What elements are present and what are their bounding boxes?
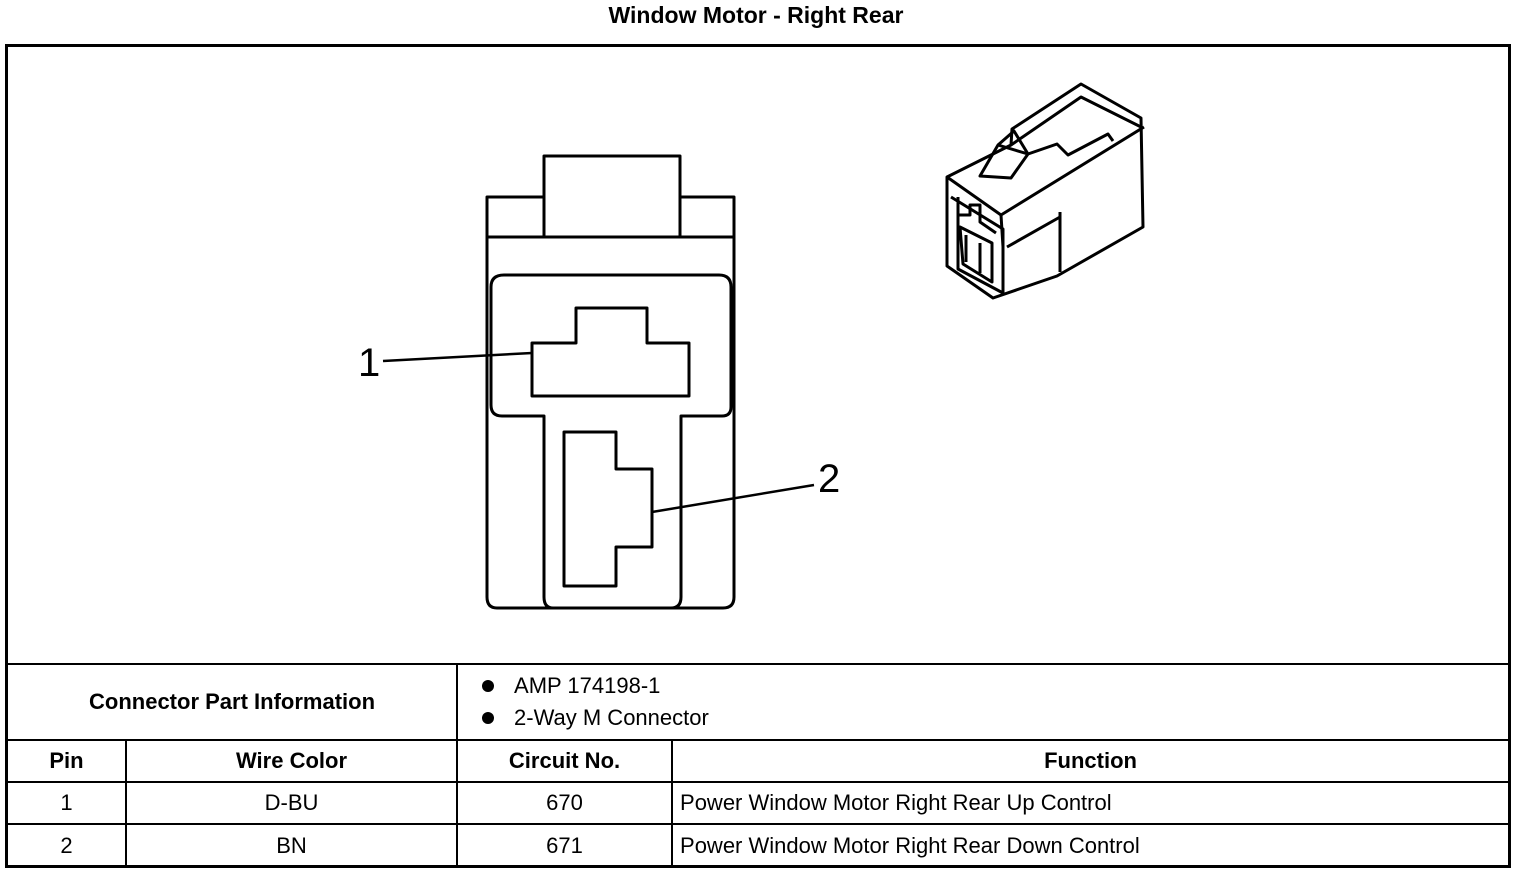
bullet-icon [482,712,495,724]
bullet-icon [482,680,495,692]
pin-1-cavity [530,306,691,398]
function-cell: Power Window Motor Right Rear Up Control [671,781,1509,825]
header-function: Function [671,739,1509,783]
pin-cell: 2 [8,823,127,866]
pin-cell: 1 [8,781,127,825]
connector-frame: 1 2 Connector Part Information AMP 17419… [5,44,1511,868]
diagram-title: Window Motor - Right Rear [608,2,904,28]
part-info-item: 2-Way M Connector [478,702,1508,734]
pin-2-cavity [562,430,654,588]
wire-color-cell: BN [124,823,459,866]
table-header-row: Pin Wire Color Circuit No. Function [8,739,1509,783]
circuit-no-cell: 671 [456,823,674,866]
wire-color-cell: D-BU [124,781,459,825]
connector-face-view [382,154,815,610]
connector-table: Connector Part Information AMP 174198-1 … [8,663,1509,866]
function-cell: Power Window Motor Right Rear Down Contr… [671,823,1509,866]
header-pin: Pin [8,739,127,783]
table-row: 2 BN 671 Power Window Motor Right Rear D… [8,823,1509,866]
part-info-item: AMP 174198-1 [478,670,1508,702]
connector-part-info-row: Connector Part Information AMP 174198-1 … [8,663,1509,741]
connector-part-info-label: Connector Part Information [8,663,459,741]
header-circuit-no: Circuit No. [456,739,674,783]
header-wire-color: Wire Color [124,739,459,783]
pin-1-callout: 1 [358,341,380,385]
pin-2-callout: 2 [818,457,840,501]
connector-part-info-list: AMP 174198-1 2-Way M Connector [456,663,1509,741]
connector-figure: 1 2 [8,47,1508,663]
table-row: 1 D-BU 670 Power Window Motor Right Rear… [8,781,1509,825]
circuit-no-cell: 670 [456,781,674,825]
connector-isometric-view [945,82,1145,300]
connector-drawing: 1 2 [358,82,1145,610]
